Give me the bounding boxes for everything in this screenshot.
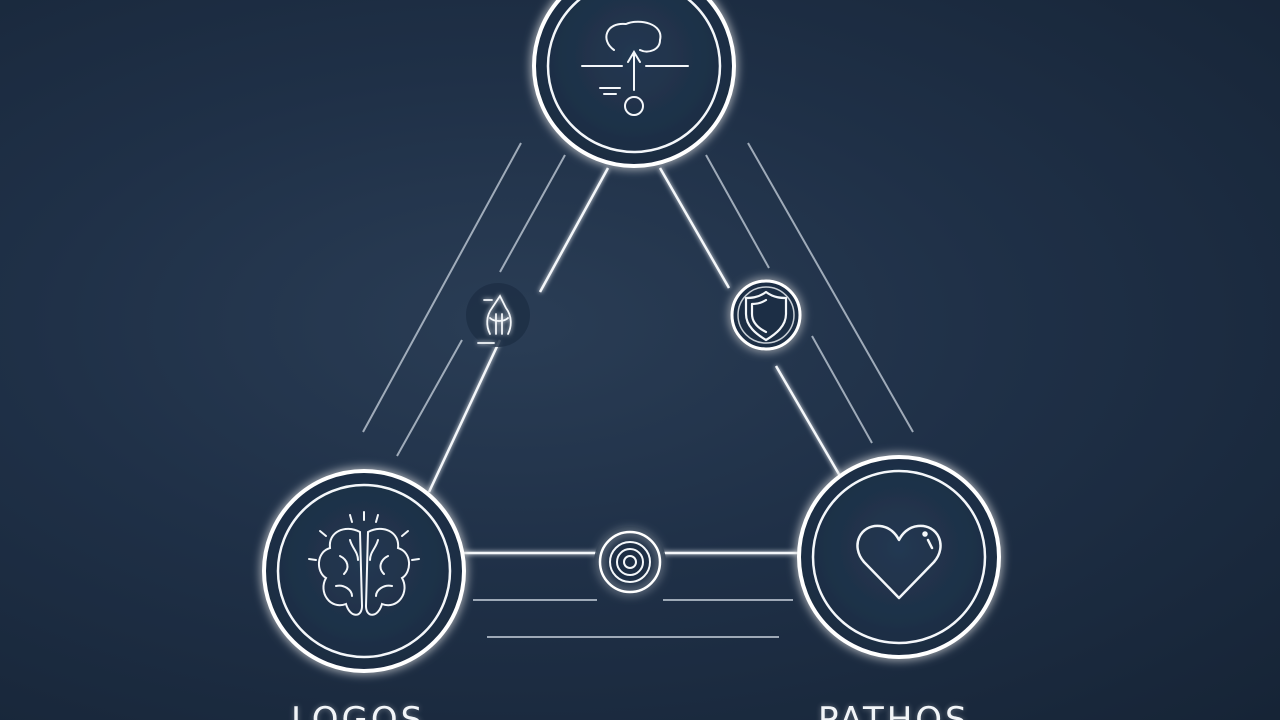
label-pathos: PATHOS xyxy=(818,700,970,720)
shield-icon xyxy=(744,290,788,342)
triangle-edges xyxy=(427,167,842,555)
guide-line-right-inner xyxy=(705,154,770,269)
edge-top-left xyxy=(538,167,610,293)
guide-line-right-inner-lower xyxy=(811,335,873,444)
node-top xyxy=(532,0,736,168)
hand-gesture-icon xyxy=(477,294,512,344)
node-pathos xyxy=(797,455,1001,659)
lectern-arrow-icon xyxy=(581,20,689,116)
concentric-target-icon xyxy=(609,541,651,583)
edge-top-left-lower xyxy=(427,339,502,493)
connector-top-right xyxy=(730,279,802,351)
node-logos xyxy=(262,469,466,673)
connector-top-left xyxy=(466,283,530,347)
label-logos: LOGOS xyxy=(291,700,426,720)
edge-top-right xyxy=(658,167,731,289)
brain-icon xyxy=(308,511,420,616)
guide-line-left-outer xyxy=(362,142,522,433)
outer-guide-lines xyxy=(362,142,914,638)
connector-bottom xyxy=(594,526,666,598)
heart-icon xyxy=(856,524,942,600)
edge-top-right-lower xyxy=(774,365,842,477)
guide-line-left-inner xyxy=(499,154,566,273)
guide-line-left-inner-lower xyxy=(396,339,463,457)
guide-line-right-outer xyxy=(747,142,914,433)
